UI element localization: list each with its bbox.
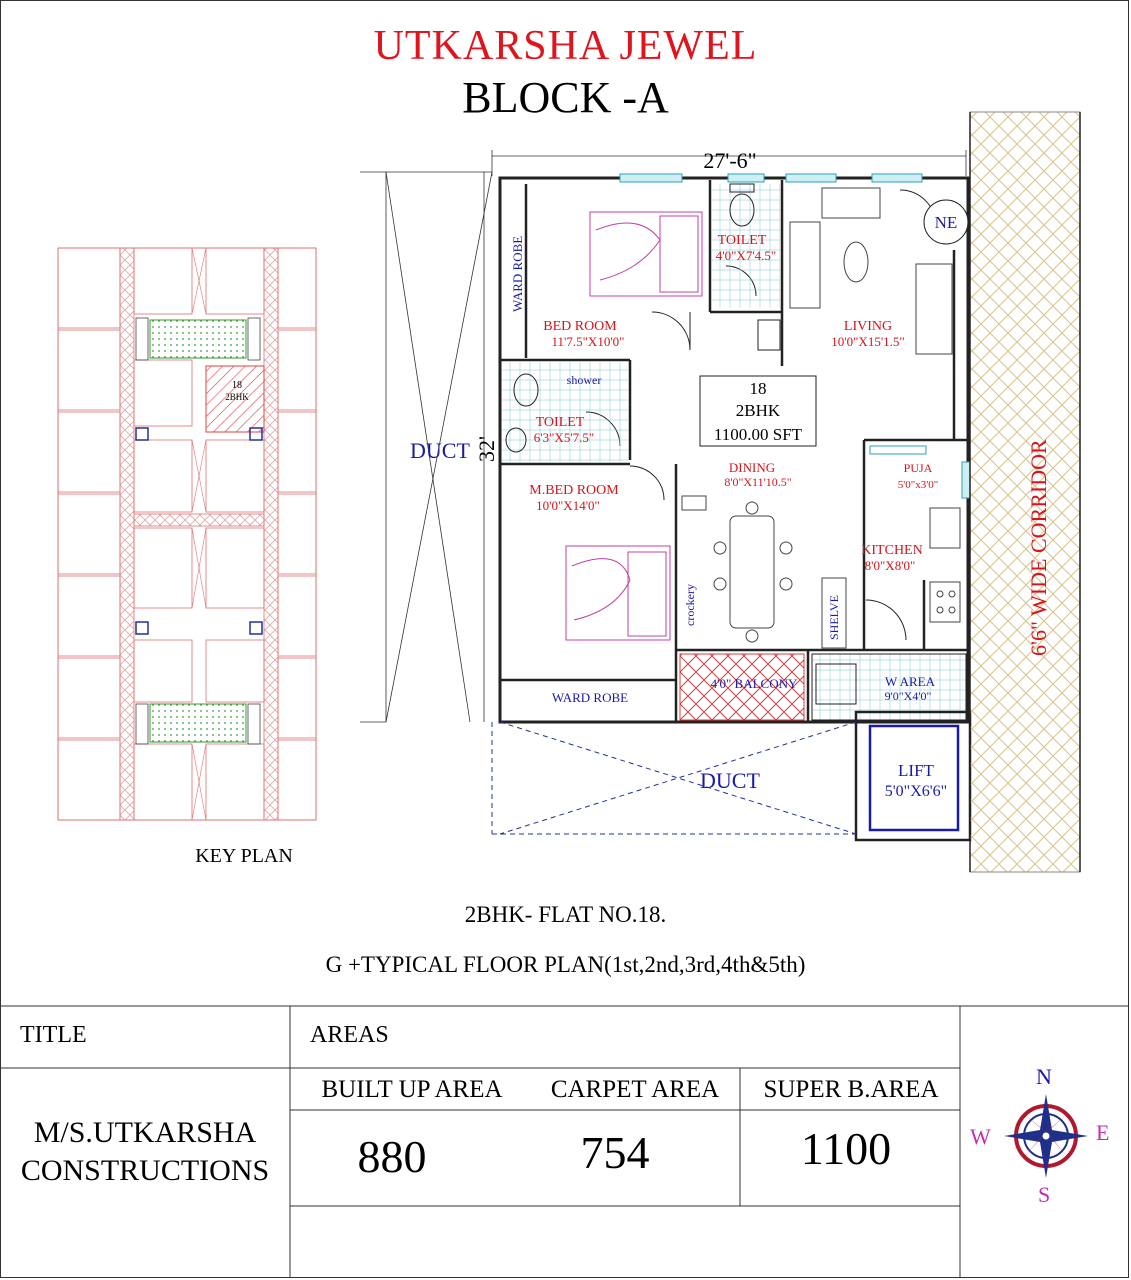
ward-robe-bottom-label: WARD ROBE: [552, 690, 628, 705]
leader-lines: [360, 171, 493, 723]
toilet-2-size: 6'3"X5'7.5": [534, 430, 594, 445]
flat-number: 18: [750, 379, 767, 398]
duct-bottom-label: DUCT: [700, 768, 760, 793]
puja-size: 5'0"x3'0": [898, 479, 938, 491]
company-line-2: CONSTRUCTIONS: [20, 1154, 270, 1187]
carpet-area-header: CARPET AREA: [550, 1076, 720, 1103]
balcony-label: 4'0" BALCONY: [711, 676, 798, 691]
super-built-area-value: 1100: [800, 1123, 892, 1174]
flat-plan: [483, 111, 1081, 873]
w-area-size: 9'0"X4'0": [885, 689, 932, 703]
floor-caption: G +TYPICAL FLOOR PLAN(1st,2nd,3rd,4th&5t…: [325, 952, 806, 977]
key-plan: 18 2BHK: [57, 247, 317, 821]
w-area-label: W AREA: [885, 674, 936, 689]
built-up-area-header: BUILT UP AREA: [321, 1076, 503, 1103]
compass-s: S: [1038, 1182, 1051, 1207]
toilet-1-size: 4'0"X7'4.5": [716, 248, 776, 263]
puja-label: PUJA: [904, 461, 933, 475]
company-name: M/S.UTKARSHA CONSTRUCTIONS: [0, 1114, 290, 1190]
crockery-label: crockery: [683, 584, 697, 626]
shelve-label: SHELVE: [827, 595, 841, 640]
m-bed-room-size: 10'0"X14'0": [536, 498, 600, 513]
dining-label: DINING: [729, 460, 775, 475]
floor-plan-drawing: 18 2BHK: [57, 111, 1081, 873]
built-up-area-value: 880: [357, 1131, 427, 1182]
toilet-1-label: TOILET: [718, 233, 767, 248]
title-block: [0, 1005, 1129, 1278]
flat-caption: 2BHK- FLAT NO.18.: [464, 902, 667, 927]
super-built-area-header: SUPER B.AREA: [763, 1076, 939, 1103]
flat-area: 1100.00 SFT: [714, 425, 803, 444]
lift-size: 5'0"X6'6": [885, 783, 947, 800]
title-header: TITLE: [20, 1022, 87, 1048]
key-plan-unit-no: 18: [232, 380, 242, 391]
block-title: BLOCK -A: [462, 73, 669, 122]
ne-label: NE: [935, 213, 958, 232]
lift-label: LIFT: [898, 761, 935, 780]
compass-n: N: [1036, 1064, 1052, 1089]
areas-header: AREAS: [310, 1022, 389, 1048]
kitchen-label: KITCHEN: [861, 543, 922, 558]
compass-e: E: [1096, 1120, 1110, 1145]
duct-left-label: DUCT: [410, 438, 470, 463]
ward-robe-top-label: WARD ROBE: [510, 236, 525, 312]
living-size: 10'0"X15'1.5": [831, 334, 904, 349]
kitchen-size: 8'0"X8'0": [865, 558, 916, 573]
living-label: LIVING: [844, 319, 892, 334]
shower-label: shower: [567, 373, 602, 387]
dining-size: 8'0"X11'10.5": [724, 475, 791, 489]
key-plan-label: KEY PLAN: [195, 845, 293, 867]
compass-rose: [1004, 1094, 1088, 1178]
key-plan-unit-type: 2BHK: [225, 392, 249, 402]
compass-w: W: [970, 1124, 991, 1149]
project-title: UTKARSHA JEWEL: [373, 23, 758, 69]
plan-labels: 27'-6" 32' WARD ROBE BED ROOM 11'7.5"X10…: [195, 148, 1051, 867]
width-dimension: 27'-6": [703, 148, 756, 173]
bed-room-size: 11'7.5"X10'0": [552, 334, 625, 349]
bed-room-label: BED ROOM: [543, 319, 617, 334]
height-dimension: 32': [474, 436, 499, 462]
carpet-area-value: 754: [580, 1127, 650, 1178]
m-bed-room-label: M.BED ROOM: [529, 483, 619, 498]
toilet-2-label: TOILET: [536, 415, 585, 430]
company-line-1: M/S.UTKARSHA: [33, 1116, 257, 1149]
corridor-label: 6'6" WIDE CORRIDOR: [1026, 439, 1051, 656]
flat-type: 2BHK: [736, 401, 781, 420]
